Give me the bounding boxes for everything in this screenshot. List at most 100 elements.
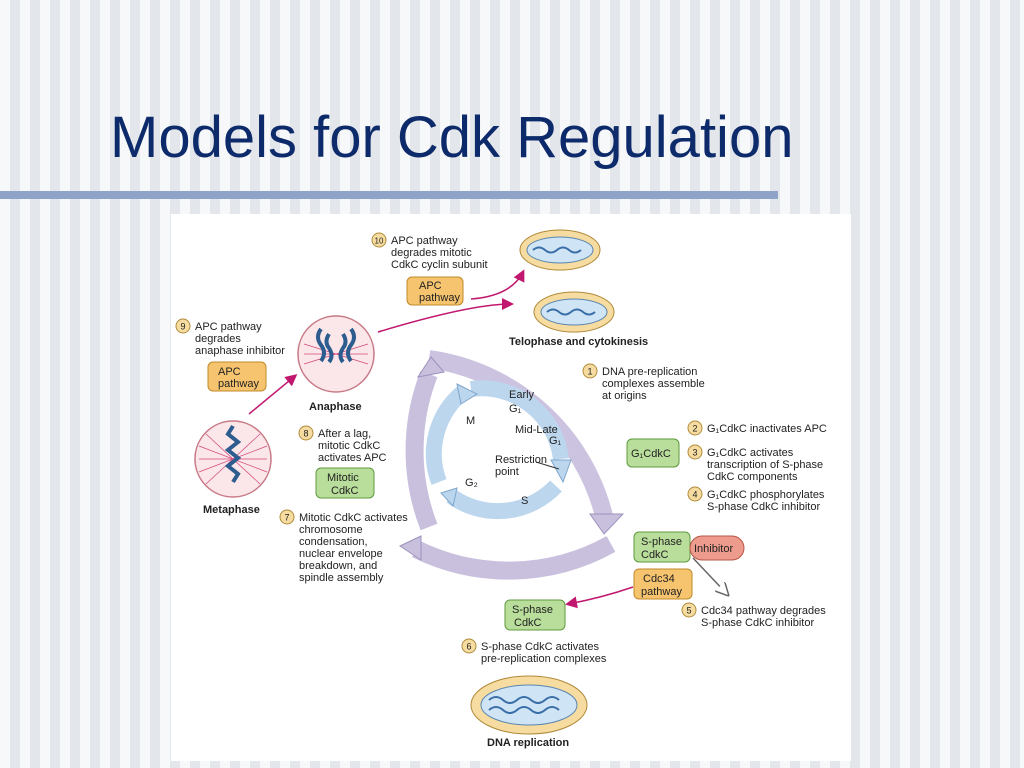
step-3-number: 3 xyxy=(692,448,697,458)
cycle-arrow-g1 xyxy=(469,380,569,461)
telophase-cells xyxy=(519,229,615,333)
step-3-text: CdkC components xyxy=(707,471,798,483)
cycle-label-restriction: Restriction xyxy=(495,454,547,466)
step-7: 7 Mitotic CdkC activateschromosomecondens… xyxy=(279,509,408,584)
inhibitor-box xyxy=(689,535,745,561)
inner-cell-cycle xyxy=(425,380,572,520)
cycle-label-mid-late: Mid-Late xyxy=(515,424,558,436)
step-6-text: S-phase CdkC activates xyxy=(481,641,599,653)
step-10-number: 10 xyxy=(375,237,384,246)
step-8-badge xyxy=(298,425,314,441)
step-8-text: activates APC xyxy=(318,452,387,464)
step-7-text: chromosome xyxy=(299,524,363,536)
anaphase-cell xyxy=(297,315,375,393)
g1-cdkc-label: G₁CdkC xyxy=(631,448,671,460)
step-7-text: breakdown, and xyxy=(299,560,377,572)
cdk-regulation-figure: Early G₁ M Mid-Late G₁ Restriction point… xyxy=(171,214,851,761)
outer-arrow-bottom xyxy=(412,536,616,580)
sphase-cdkc-right-line2: CdkC xyxy=(641,549,669,561)
cycle-arrow-g2m xyxy=(425,385,469,485)
telophase-label: Telophase and cytokinesis xyxy=(509,336,648,348)
cycle-label-early: Early xyxy=(509,389,535,401)
apc-pathway-left-line1: APC xyxy=(218,366,241,378)
inhibitor-release-arrow xyxy=(692,557,727,594)
g1-cdkc-box xyxy=(626,438,680,468)
magenta-arrows xyxy=(248,269,634,609)
step-4-number: 4 xyxy=(692,490,697,500)
mitotic-cdkc-box xyxy=(315,467,375,499)
dna-replication-label: DNA replication xyxy=(487,737,569,749)
step-2-number: 2 xyxy=(692,424,697,434)
step-7-badge xyxy=(279,509,295,525)
sphase-cdkc-bottom-line2: CdkC xyxy=(514,617,542,629)
step-8-text: After a lag, xyxy=(318,428,371,440)
step-7-text: nuclear envelope xyxy=(299,548,383,560)
step-7-text: condensation, xyxy=(299,536,368,548)
title-underline xyxy=(0,191,778,199)
step-9-text: degrades xyxy=(195,333,241,345)
step-5-badge xyxy=(681,602,697,618)
cdc34-line1: Cdc34 xyxy=(643,573,675,585)
mitotic-cdkc-line2: CdkC xyxy=(331,485,359,497)
cdc34-line2: pathway xyxy=(641,586,682,598)
restriction-point-pointer xyxy=(535,461,560,470)
inhibitor-label: Inhibitor xyxy=(694,543,733,555)
step-3-badge xyxy=(687,444,703,460)
metaphase-cell xyxy=(194,420,272,498)
step-6-badge xyxy=(461,638,477,654)
apc-pathway-box-top xyxy=(406,276,464,306)
step-2: 2 G₁CdkC inactivates APC xyxy=(687,420,827,436)
apc-pathway-top-line2: pathway xyxy=(419,292,460,304)
step-1-text: DNA pre-replication xyxy=(602,366,697,378)
apc-pathway-top-line1: APC xyxy=(419,280,442,292)
sphase-cdkc-right-line1: S-phase xyxy=(641,536,682,548)
cycle-label-g2: G₂ xyxy=(465,477,478,489)
step-1-number: 1 xyxy=(587,367,592,377)
sphase-cdkc-bottom-line1: S-phase xyxy=(512,604,553,616)
apc-pathway-left-line2: pathway xyxy=(218,378,259,390)
step-7-text: spindle assembly xyxy=(299,572,384,584)
step-3-text: transcription of S-phase xyxy=(707,459,823,471)
slide-title: Models for Cdk Regulation xyxy=(110,105,794,170)
step-7-text: Mitotic CdkC activates xyxy=(299,512,408,524)
dna-replication-cell xyxy=(470,675,588,735)
step-10-badge xyxy=(371,232,387,248)
sphase-cdkc-box-bottom xyxy=(504,599,566,631)
step-5-text: Cdc34 pathway degrades xyxy=(701,605,826,617)
step-9-number: 9 xyxy=(180,322,185,332)
cycle-label-g1-early: G₁ xyxy=(509,403,522,415)
step-3-text: G₁CdkC activates xyxy=(707,447,794,459)
step-1-badge xyxy=(582,363,598,379)
metaphase-label: Metaphase xyxy=(203,504,260,516)
outer-arrow-left xyxy=(405,370,438,531)
step-9-text: anaphase inhibitor xyxy=(195,345,285,357)
step-6-text: pre-replication complexes xyxy=(481,653,607,665)
step-10-text: APC pathway xyxy=(391,235,458,247)
step-9-badge xyxy=(175,318,191,334)
cycle-label-point: point xyxy=(495,466,519,478)
step-2-badge xyxy=(687,420,703,436)
step-6-number: 6 xyxy=(466,642,471,652)
step-4-text: G₁CdkC phosphorylates xyxy=(707,489,825,501)
step-2-text: G₁CdkC inactivates APC xyxy=(707,423,827,435)
anaphase-label: Anaphase xyxy=(309,401,362,413)
cycle-arrow-s xyxy=(446,480,562,520)
step-1-text: at origins xyxy=(602,390,647,402)
step-10-text: degrades mitotic xyxy=(391,247,472,259)
step-4-text: S-phase CdkC inhibitor xyxy=(707,501,820,513)
cycle-label-g1-late: G₁ xyxy=(549,435,562,447)
step-8-number: 8 xyxy=(303,429,308,439)
step-7-number: 7 xyxy=(284,513,289,523)
mitotic-cdkc-line1: Mitotic xyxy=(327,472,359,484)
step-10-text: CdkC cyclin subunit xyxy=(391,259,488,271)
step-5-number: 5 xyxy=(686,606,691,616)
